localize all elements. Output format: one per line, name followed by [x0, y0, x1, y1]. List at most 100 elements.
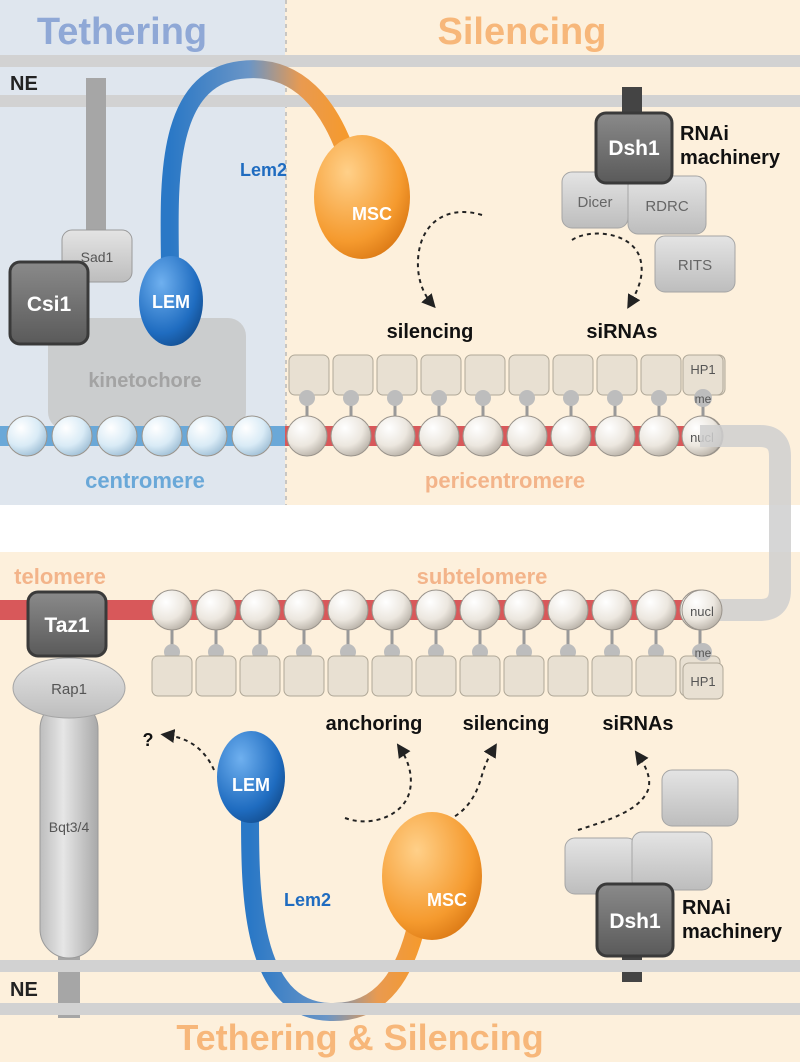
rits-box: [654, 235, 736, 293]
hp1-box: [547, 655, 589, 697]
methyl-mark: [299, 390, 315, 406]
methyl-mark: [563, 390, 579, 406]
nucleosome: [6, 415, 48, 457]
hp1-box: [415, 655, 457, 697]
sirnas-label-bottom: siRNAs: [602, 713, 673, 735]
telomere-label: telomere: [14, 564, 106, 589]
bqt-label: Bqt3/4: [49, 819, 90, 835]
nucleosome: [151, 589, 193, 631]
msc-domain-top: [314, 135, 410, 259]
silencing-label-top: silencing: [387, 321, 474, 343]
nucleosome: [186, 415, 228, 457]
nucleosome: [506, 415, 548, 457]
nucleosome: [550, 415, 592, 457]
centromere-label: centromere: [85, 468, 205, 493]
nucleosome: [231, 415, 273, 457]
hp1-box: [508, 354, 550, 396]
ne-membrane-bottom-2: [0, 1003, 800, 1015]
hp1-box: [195, 655, 237, 697]
csi1-box: [8, 260, 90, 346]
nucleosomes-top: nucl: [6, 415, 724, 457]
hp1-box: [283, 655, 325, 697]
rnai-label-bottom-2: machinery: [682, 921, 783, 943]
methyl-mark: [343, 390, 359, 406]
ne-membrane-outer: [0, 55, 800, 67]
hp1-box: [591, 655, 633, 697]
tethering-silencing-heading: Tethering & Silencing: [176, 1017, 543, 1058]
dsh1-label-top: Dsh1: [608, 137, 660, 160]
lem2-label-top: Lem2: [240, 160, 287, 180]
silencing-arrow-top: [416, 211, 483, 309]
rnai-subunit-1: [661, 769, 739, 827]
kinetochore-box: [48, 318, 246, 430]
unknown-question: ?: [143, 730, 154, 750]
hp1-box: [327, 655, 369, 697]
hp1-box: [596, 354, 638, 396]
taz1-label: Taz1: [44, 614, 89, 637]
pericentromere-label: pericentromere: [425, 468, 585, 493]
nucleosome: [547, 589, 589, 631]
hp1-box: [376, 354, 418, 396]
nucleosome: [283, 589, 325, 631]
methyl-mark: [475, 390, 491, 406]
ne-membrane-inner: [0, 95, 800, 107]
methyl-mark: [519, 390, 535, 406]
hp1-box: [332, 354, 374, 396]
nucleosome: [96, 415, 138, 457]
hp1-box: [420, 354, 462, 396]
dsh1-label-bottom: Dsh1: [609, 910, 661, 933]
hp1-label-bottom: HP1: [690, 674, 715, 689]
hp1-box: [464, 354, 506, 396]
nucleosome: [459, 589, 501, 631]
hp1-box: [635, 655, 677, 697]
nucleosome: [591, 589, 633, 631]
methyl-mark: [607, 390, 623, 406]
msc-label-bottom: MSC: [427, 890, 467, 910]
bqt-stalk: [58, 940, 80, 1018]
nucleosome: [195, 589, 237, 631]
ne-label-top: NE: [10, 73, 38, 95]
dicer-label: Dicer: [577, 194, 612, 211]
lem-label-top: LEM: [152, 292, 190, 312]
methyl-mark: [651, 390, 667, 406]
silencing-heading: Silencing: [438, 11, 607, 53]
subtelomere-label: subtelomere: [417, 564, 548, 589]
nucleosome: [415, 589, 457, 631]
rnai-subunit-3: [631, 831, 713, 891]
msc-domain-bottom: [382, 812, 482, 940]
nucleosome: [239, 589, 281, 631]
hp1-box: [552, 354, 594, 396]
hp1-label-top: HP1: [690, 362, 715, 377]
chromosome-connector-bottom: [700, 552, 791, 621]
sad1-label: Sad1: [81, 249, 114, 265]
me-label-bottom: me: [695, 646, 712, 660]
nucleosome: [418, 415, 460, 457]
dsh1-anchor-top: [622, 87, 642, 117]
hp1-box: [371, 655, 413, 697]
ne-membrane-bottom-1: [0, 960, 800, 972]
nucleosome: [141, 415, 183, 457]
silencing-arrow-bottom: [447, 743, 497, 821]
nucleosome: [371, 589, 413, 631]
nucleosome: [374, 415, 416, 457]
nucleosomes-bottom: nucl: [151, 589, 723, 631]
me-label-top: me: [695, 392, 712, 406]
sirna-arrow-bottom: [577, 750, 651, 831]
dsh1-box-top: [594, 111, 674, 185]
lem2-label-bottom: Lem2: [284, 890, 331, 910]
hp1-box: [459, 655, 501, 697]
lem2-arc-top: [160, 60, 354, 281]
silencing-label-bottom: silencing: [463, 713, 550, 735]
rdrc-label: RDRC: [645, 198, 688, 215]
hp1-box: [151, 655, 193, 697]
ne-label-bottom: NE: [10, 979, 38, 1001]
nucleosome: [330, 415, 372, 457]
nucleosome: [635, 589, 677, 631]
rnai-label-top-2: machinery: [680, 147, 781, 169]
nucleosome: [286, 415, 328, 457]
tethering-heading: Tethering: [37, 11, 207, 53]
sirnas-label-top: siRNAs: [586, 321, 657, 343]
